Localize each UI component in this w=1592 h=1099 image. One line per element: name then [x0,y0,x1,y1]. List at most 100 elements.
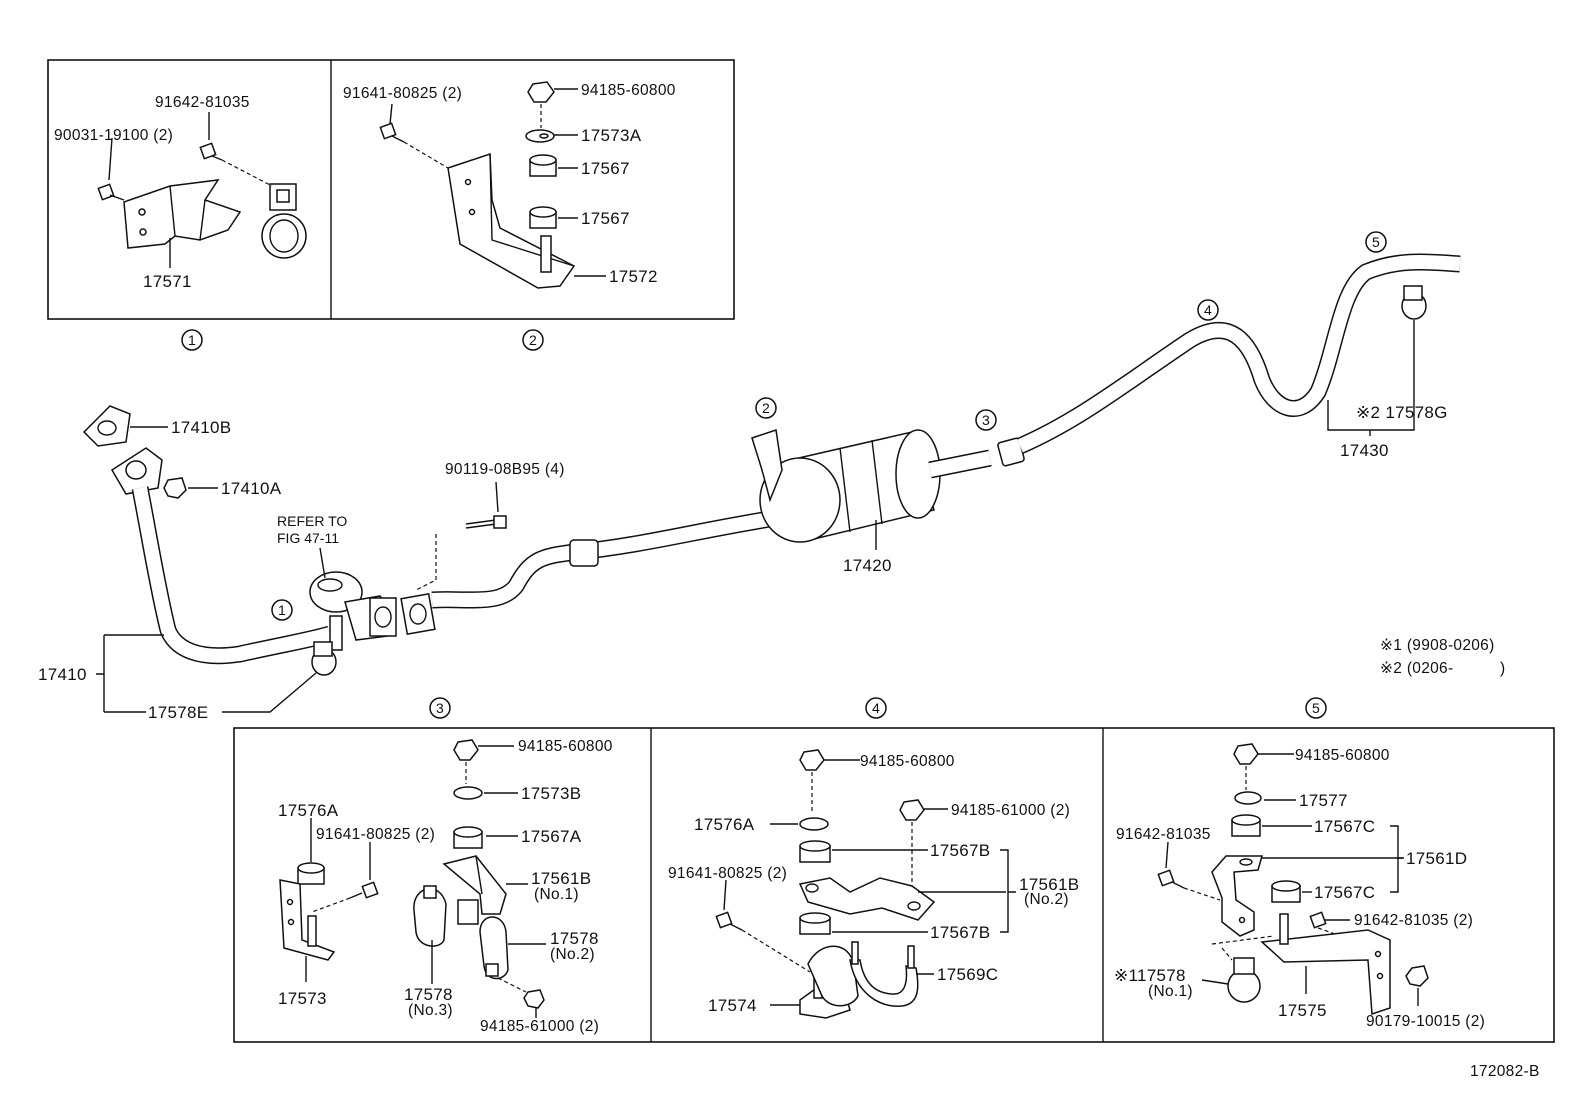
inset5-nut [1233,743,1259,765]
circle-marker-4-bottom [865,697,887,719]
inset2-bracket-17572 [447,152,576,289]
inset2-nut [527,81,555,103]
svg-text:4: 4 [1204,302,1212,318]
inset4-label-nut-top: 94185-60800 [860,753,955,770]
inset4-label-bracket: 17574 [708,996,757,1015]
inset5-nut-bottom [1405,965,1429,987]
label-nut-17410a: 17410A [221,479,282,498]
svg-text:2: 2 [762,400,770,416]
inset5-cushion-lower [1271,880,1301,903]
svg-text:3: 3 [436,700,444,716]
label-bolt-90119: 90119-08B95 (4) [445,461,565,478]
label-tail-pipe: 17430 [1340,441,1389,460]
circle-marker-1-pipe [271,599,293,621]
circle-marker-2-top [522,329,544,351]
inset4-cushion-upper [799,840,831,863]
front-pipe-flange [110,447,163,495]
inset5-label-cushion-upper: 17567C [1314,817,1375,836]
circle-marker-1-top [181,329,203,351]
inset1-label-bolt-top: 91642-81035 [155,94,250,111]
inset3-bracket-17561b [442,855,507,925]
circle-marker-4-main [1197,299,1219,321]
svg-text:1: 1 [188,332,196,348]
footnote-1: ※1 (9908-0206) [1380,637,1495,654]
inset4-label-cushion-upper: 17567B [930,841,990,860]
inset5-bolt-left [1157,869,1221,901]
gasket-17410b [82,405,131,447]
inset3-label-nut: 94185-60800 [518,738,613,755]
footnote-2-close: ) [1500,660,1505,677]
svg-text:4: 4 [872,700,880,716]
inset3-cushion [453,826,483,849]
inset4-bolt [715,911,811,973]
svg-text:3: 3 [982,412,990,428]
svg-text:5: 5 [1312,700,1320,716]
inset2-label-washer: 17573A [581,126,642,145]
label-front-pipe: 17410 [38,665,87,684]
inset1-label-bolt-left: 90031-19100 (2) [54,127,173,144]
footnote-2: ※2 (0206- [1380,660,1453,677]
inset3-bolt [311,881,379,913]
inset5-label-bracket-d: 17561D [1406,849,1467,868]
label-refer-to: REFER TO [277,513,347,529]
label-tail-clamp: ※2 17578G [1356,403,1448,422]
inset3-bracket-17573 [279,879,336,961]
inset4-label-nut-right: 94185-61000 (2) [951,802,1070,819]
inset4-label-bracket-b-no: (No.2) [1024,891,1069,908]
inset2-label-bolt: 91641-80825 (2) [343,85,462,102]
inset3-label-clamp-no3: 17578 [404,985,453,1004]
circle-marker-5-main [1365,231,1387,253]
inset4-bracket-17561b [798,877,936,921]
inset3-label-bracket: 17573 [278,989,327,1008]
inset4-label-bolt: 91641-80825 (2) [668,865,787,882]
inset-box-top [47,59,735,320]
figure-code: 172082-B [1470,1063,1540,1080]
inset4-nut-right [899,799,925,821]
clamp-17578e [311,641,337,676]
inset5-washer [1234,791,1262,805]
inset1-bolt-top [199,142,273,187]
inset5-label-bracket: 17575 [1278,1001,1327,1020]
inset1-bolt-left [97,183,125,201]
inset5-bolt-right [1309,911,1381,951]
inset3-label-bolt: 91641-80825 (2) [316,826,435,843]
inset4-label-cushion-lower: 17567B [930,923,990,942]
inset4-label-bracket-b: 17561B [1019,875,1079,894]
inset4-label-stopper: 17576A [694,815,755,834]
inset4-clamp-17569c [849,941,919,1007]
inset3-nut [453,739,479,761]
circle-marker-3-main [975,409,997,431]
inset3-label-clamp-no3-no: (No.3) [408,1002,453,1019]
circle-marker-2-main [755,397,777,419]
inset4-stopper [799,817,829,831]
svg-text:5: 5 [1372,234,1380,250]
inset5-label-cushion-lower: 17567C [1314,883,1375,902]
catalytic-section [309,571,436,651]
inset3-label-cushion: 17567A [521,827,582,846]
inset5-clamp [1227,957,1261,1003]
inset3-stopper [297,862,325,885]
inset3-label-clamp-no2-no: (No.2) [550,946,595,963]
inset2-label-cushion-lower: 17567 [581,209,630,228]
inset3-clamp-no3 [413,885,447,947]
inset1-leader-left [108,137,113,181]
inset3-clamp-no2 [479,916,509,980]
inset2-label-bracket: 17572 [609,267,658,286]
label-front-clamp: 17578E [148,703,208,722]
label-muffler: 17420 [843,556,892,575]
label-refer-fig: FIG 47-11 [277,530,339,546]
bolt-90119 [465,515,507,529]
inset5-cushion-upper [1231,814,1261,837]
inset1-clamp [261,183,307,259]
svg-text:1: 1 [278,602,286,618]
inset3-label-bracket-b: 17561B [531,869,591,888]
inset5-label-washer: 17577 [1299,791,1348,810]
inset1-label-bracket: 17571 [143,272,192,291]
inset3-label-clamp-no2: 17578 [550,929,599,948]
inset5-bracket-17575 [1260,913,1391,1016]
inset2-label-cushion-upper: 17567 [581,159,630,178]
center-pipe-joint [569,539,599,567]
inset3-washer [453,786,483,800]
inset4-cushion-lower [799,912,831,935]
